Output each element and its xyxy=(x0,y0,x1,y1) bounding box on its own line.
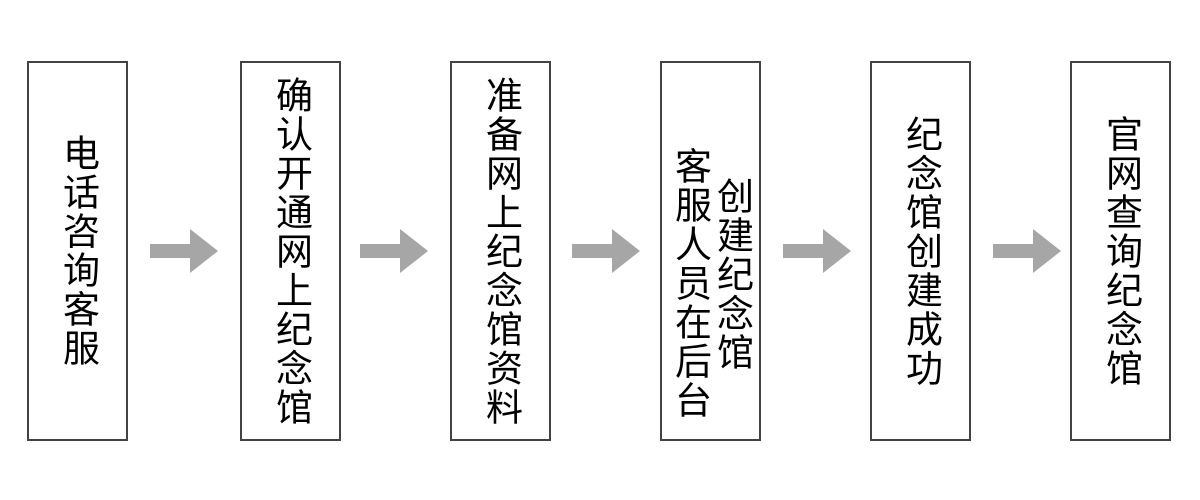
right-arrow-icon xyxy=(150,229,218,273)
flow-node-label-column-left: 客服人员在后台 xyxy=(668,147,712,420)
right-arrow-icon xyxy=(572,229,640,273)
flow-node-label: 准备网上纪念馆资料 xyxy=(479,75,523,427)
flow-node-step-1[interactable]: 电话咨询客服 xyxy=(27,61,128,441)
connector-arrow-4 xyxy=(783,229,853,273)
flow-node-label-group: 客服人员在后台 创建纪念馆 xyxy=(662,63,759,439)
flow-node-label: 电话咨询客服 xyxy=(56,134,100,368)
connector-arrow-5 xyxy=(993,229,1063,273)
flow-node-label-column-right: 创建纪念馆 xyxy=(710,177,754,372)
flow-node-step-2[interactable]: 确认开通网上纪念馆 xyxy=(240,61,341,441)
right-arrow-icon xyxy=(360,229,428,273)
flow-node-step-3[interactable]: 准备网上纪念馆资料 xyxy=(450,61,551,441)
connector-arrow-2 xyxy=(360,229,430,273)
connector-arrow-1 xyxy=(150,229,220,273)
flow-node-step-4[interactable]: 客服人员在后台 创建纪念馆 xyxy=(660,61,761,441)
flow-node-label: 确认开通网上纪念馆 xyxy=(269,75,313,427)
flow-node-label: 纪念馆创建成功 xyxy=(899,114,943,388)
right-arrow-icon xyxy=(783,229,851,273)
connector-arrow-3 xyxy=(572,229,642,273)
flow-node-step-6[interactable]: 官网查询纪念馆 xyxy=(1070,61,1171,441)
flow-node-step-5[interactable]: 纪念馆创建成功 xyxy=(870,61,971,441)
right-arrow-icon xyxy=(993,229,1061,273)
flow-node-label: 官网查询纪念馆 xyxy=(1099,114,1143,388)
